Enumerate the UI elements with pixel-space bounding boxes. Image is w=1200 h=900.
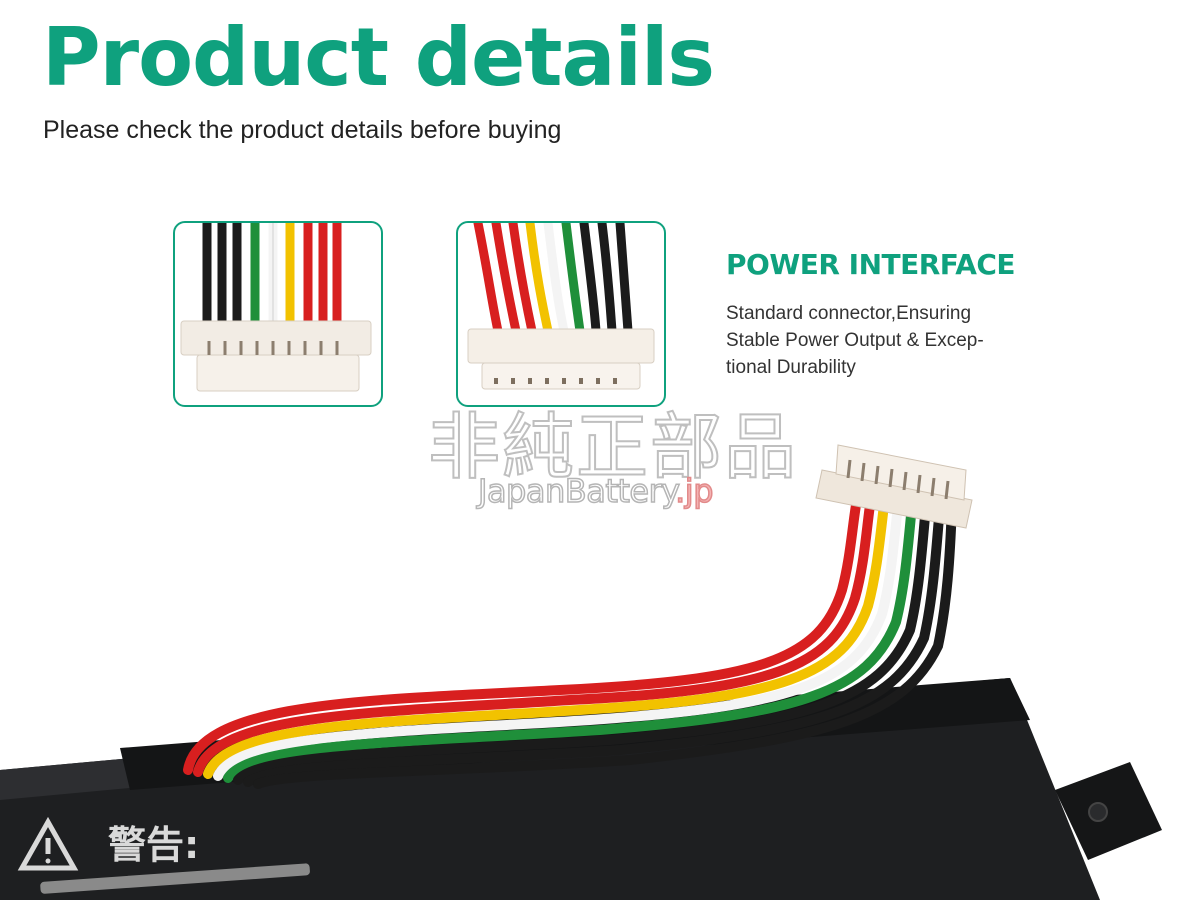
watermark-brand-name: JapanBattery [477,471,676,511]
connector-front-thumbnail [173,221,383,407]
watermark-brand: JapanBattery.jp [477,471,714,511]
wire-connector [815,444,973,529]
feature-description: Standard connector,Ensuring Stable Power… [726,300,1036,381]
feature-line: Standard connector,Ensuring [726,303,972,324]
feature-line: tional Durability [726,357,856,378]
page-title: Product details [42,11,715,104]
feature-line: Stable Power Output & Excep- [726,330,984,351]
battery-mounting-tab [1055,762,1162,860]
connector-back-thumbnail [456,221,666,407]
wire-harness [183,500,957,789]
watermark-cjk: 非純正部品 [427,404,799,490]
feature-title: POWER INTERFACE [726,248,1016,281]
battery-warning-label: 警告: [108,823,199,867]
warning-triangle-icon [17,816,79,871]
watermark-suffix: .jp [674,471,714,511]
page-subtitle: Please check the product details before … [43,116,562,144]
